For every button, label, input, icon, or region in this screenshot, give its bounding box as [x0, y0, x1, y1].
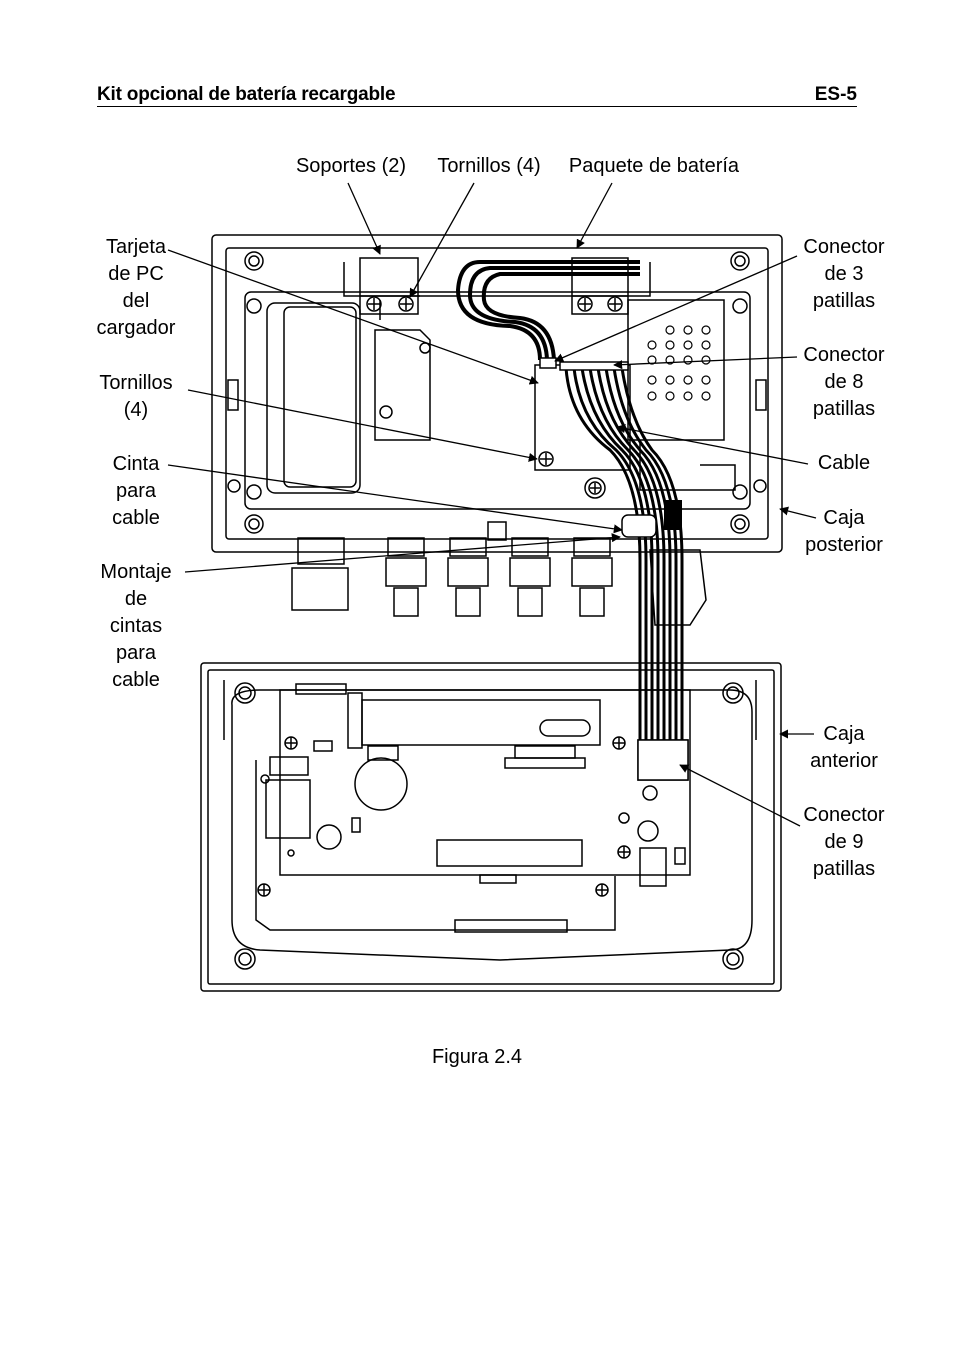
label-conector-9: Conector de 9 patillas — [803, 804, 885, 880]
battery-wires — [455, 260, 640, 361]
label-conector-3: Conector de 3 patillas — [803, 236, 885, 312]
label-cinta: Cinta para cable — [112, 453, 160, 529]
label-caja-anterior: Caja anterior — [810, 723, 878, 772]
cable-bundle — [564, 367, 684, 740]
figure-caption: Figura 2.4 — [431, 1046, 523, 1068]
label-montaje: Montaje de cintas para cable — [100, 561, 172, 691]
label-paquete-bateria: Paquete de batería — [568, 155, 740, 177]
rear-enclosure — [211, 234, 783, 626]
screws — [366, 296, 623, 499]
label-tornillos-left: Tornillos (4) — [99, 372, 173, 421]
label-conector-8: Conector de 8 patillas — [803, 344, 885, 420]
speaker-grid — [647, 325, 711, 401]
page-number: ES-5 — [814, 84, 857, 105]
section-title: Kit opcional de batería recargable — [97, 84, 396, 105]
label-caja-posterior: Caja posterior — [805, 507, 883, 556]
leader-lines — [167, 182, 817, 827]
label-cable: Cable — [817, 452, 871, 474]
front-enclosure — [200, 662, 782, 992]
label-tarjeta-pc: Tarjeta de PC del cargador — [96, 236, 176, 339]
label-tornillos-top: Tornillos (4) — [437, 155, 541, 177]
label-soportes: Soportes (2) — [295, 155, 407, 177]
page-header: Kit opcional de batería recargable ES-5 — [97, 84, 857, 107]
